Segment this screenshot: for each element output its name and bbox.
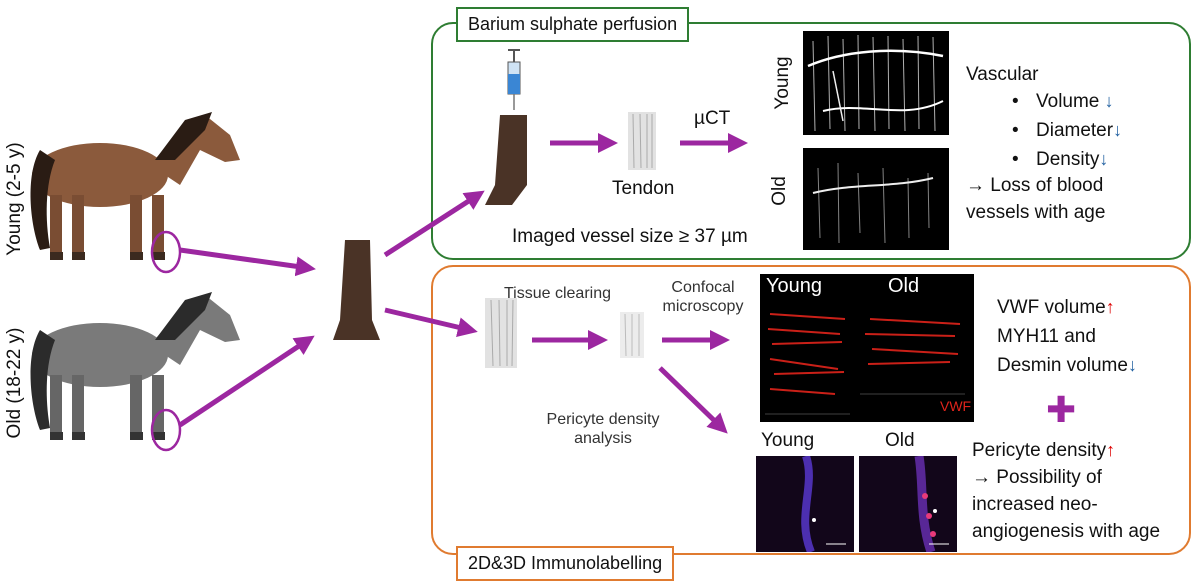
tendon-label: Tendon: [612, 178, 675, 199]
center-leg-illustration: [333, 240, 380, 340]
old-uct-image: [803, 148, 949, 250]
old-uct-label: Old: [769, 176, 790, 206]
tissue-clearing-label: Tissue clearing: [504, 285, 612, 302]
possibility-line-1: → Possibility of: [972, 467, 1102, 488]
vwf-stain-label: VWF: [940, 398, 972, 414]
immunolabelling-title: 2D&3D Immunolabelling: [456, 546, 675, 581]
old-horse-illustration: [30, 292, 240, 440]
immunolabelling-panel: [431, 265, 1191, 555]
confocal-young-label: Young: [766, 275, 822, 297]
uct-label: µCT: [694, 108, 731, 129]
barium-title: Barium sulphate perfusion: [456, 7, 690, 42]
young-horse-label: Young (2-5 y): [4, 142, 25, 256]
confocal-image: Young Old VWF: [760, 274, 974, 422]
syringe-icon: [507, 49, 521, 110]
increase-arrow-icon: ↑: [1105, 297, 1115, 317]
pericyte-density-result: Pericyte density↑: [972, 440, 1116, 461]
decrease-arrow-icon: ↓: [1113, 120, 1123, 140]
young-uct-label: Young: [772, 56, 793, 110]
young-horse-illustration: [30, 112, 240, 260]
if-old-label: Old: [885, 430, 915, 451]
old-fetlock-highlight: [150, 408, 182, 452]
flow-arrows: [178, 133, 748, 434]
barium-panel: [431, 22, 1191, 260]
increase-arrow-icon: ↑: [1106, 440, 1116, 460]
confocal-old-label: Old: [888, 275, 920, 297]
conclusion-line-2: vessels with age: [966, 202, 1106, 223]
possibility-line-2: increased neo-: [972, 494, 1098, 515]
possibility-line-3: angiogenesis with age: [972, 521, 1161, 542]
decrease-arrow-icon: ↓: [1099, 149, 1109, 169]
plus-icon: ✚: [1046, 389, 1077, 430]
vwf-volume-result: VWF volume↑: [997, 297, 1115, 318]
myh11-result: MYH11 and: [997, 326, 1096, 347]
decrease-arrow-icon: ↓: [1127, 355, 1137, 375]
bullet-density: Density↓: [1012, 145, 1122, 174]
conclusion-line-1: → Loss of blood: [966, 175, 1104, 196]
young-uct-image: [803, 31, 949, 135]
old-horse-label: Old (18-22 y): [4, 327, 25, 439]
bullet-volume: Volume ↓: [1012, 87, 1122, 116]
young-immunofluorescence-image: [756, 456, 854, 552]
top-leg-illustration: [485, 115, 527, 205]
if-young-label: Young: [761, 430, 815, 451]
vascular-bullets: Volume ↓ Diameter↓ Density↓: [1012, 87, 1122, 174]
vascular-label: Vascular: [966, 64, 1039, 85]
bullet-diameter: Diameter↓: [1012, 116, 1122, 145]
old-immunofluorescence-image: [859, 456, 957, 552]
vessel-size-label: Imaged vessel size ≥ 37 µm: [512, 226, 748, 247]
desmin-result: Desmin volume↓: [997, 355, 1137, 376]
decrease-arrow-icon: ↓: [1104, 91, 1114, 111]
